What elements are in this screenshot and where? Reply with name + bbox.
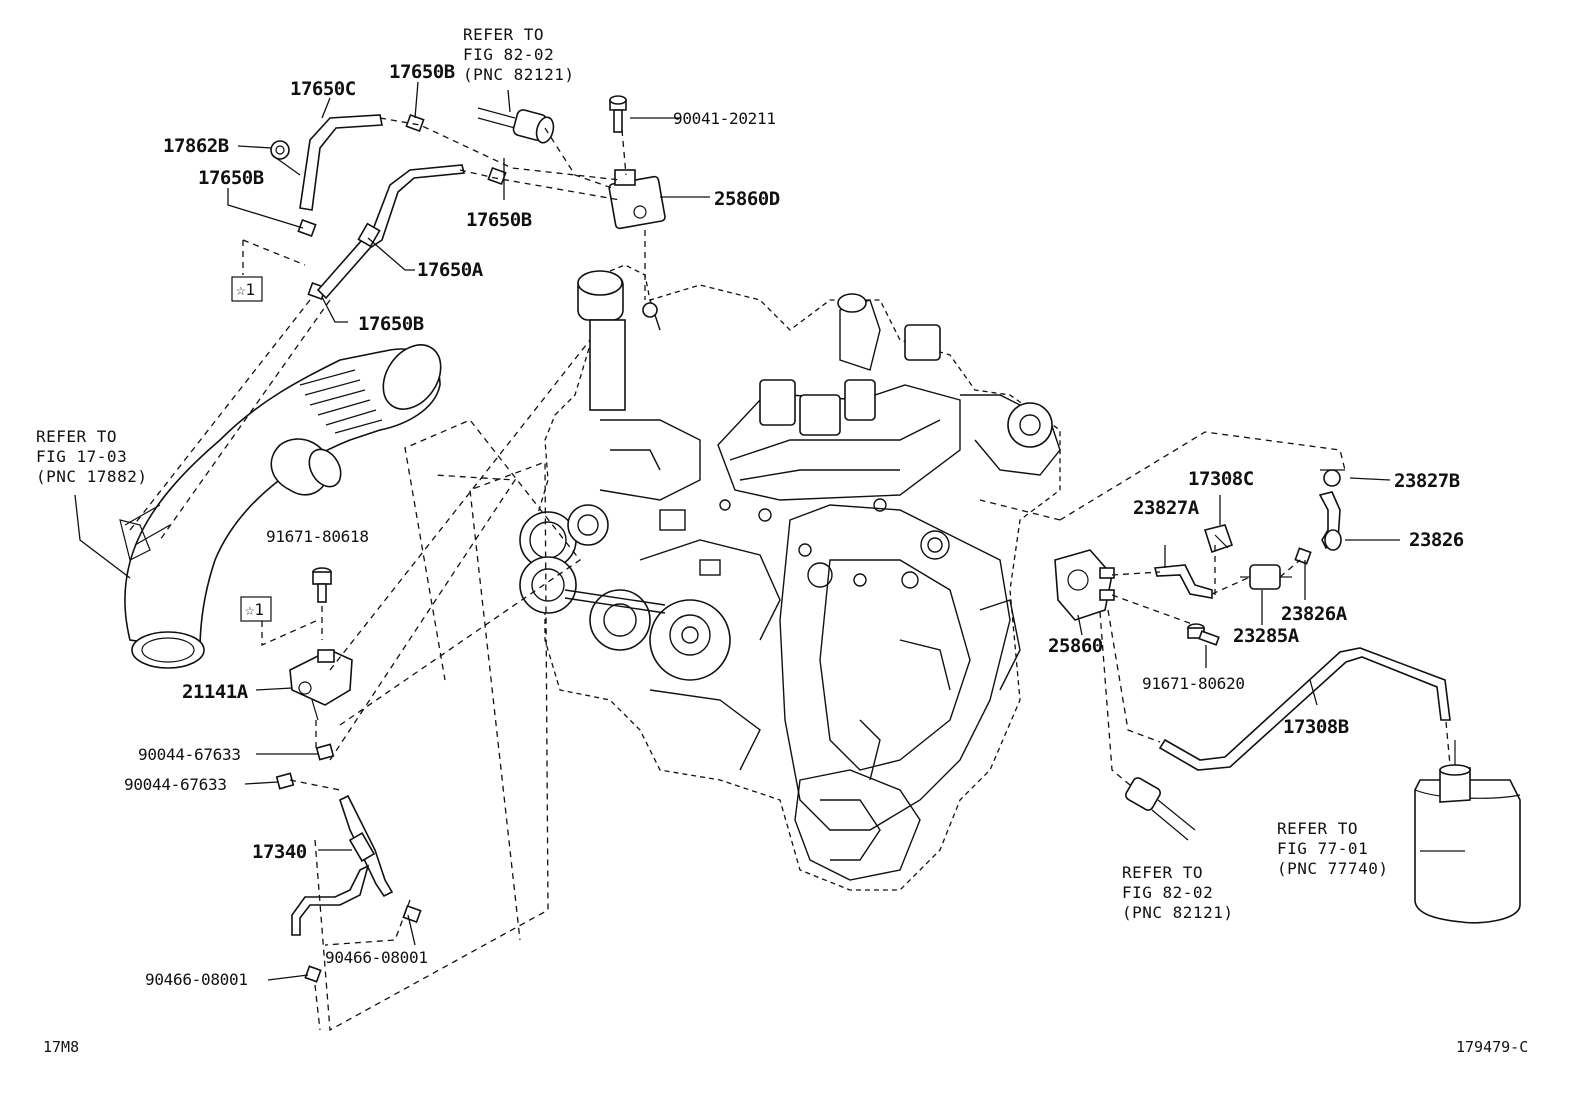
dashed-guides bbox=[129, 117, 1451, 1032]
svg-text:(PNC 77740): (PNC 77740) bbox=[1277, 859, 1388, 878]
label-17650b-mid: 17650B bbox=[466, 209, 532, 231]
charcoal-canister bbox=[1414, 740, 1521, 924]
label-25860: 25860 bbox=[1048, 635, 1103, 657]
svg-text:REFER TO: REFER TO bbox=[463, 25, 544, 44]
svg-text:☆1: ☆1 bbox=[245, 600, 264, 619]
hose-17340 bbox=[291, 794, 394, 936]
svg-text:REFER TO: REFER TO bbox=[1122, 863, 1203, 882]
star-mark-lower: ☆1 bbox=[240, 596, 272, 622]
label-90466-08001-a: 90466-08001 bbox=[325, 948, 428, 967]
vsv-25860 bbox=[1054, 549, 1115, 621]
filter-23285a bbox=[1240, 564, 1292, 590]
label-90044-67633-a: 90044-67633 bbox=[138, 745, 241, 764]
label-21141a: 21141A bbox=[182, 681, 249, 703]
label-17340: 17340 bbox=[252, 841, 307, 863]
label-91671-80618: 91671-80618 bbox=[266, 527, 369, 546]
clamp-23827b bbox=[1320, 469, 1345, 487]
bolt-91671-80620 bbox=[1187, 623, 1220, 646]
connector-fig82-top bbox=[477, 107, 555, 144]
label-17862b: 17862B bbox=[163, 135, 229, 157]
diagram-code-left: 17M8 bbox=[43, 1038, 79, 1056]
clip-17650b-left bbox=[297, 218, 317, 238]
label-90044-67633-b: 90044-67633 bbox=[124, 775, 227, 794]
leader-lines bbox=[74, 81, 1465, 981]
svg-text:FIG 17-03: FIG 17-03 bbox=[36, 447, 127, 466]
bolt-91671-80618 bbox=[312, 567, 332, 603]
label-23285a: 23285A bbox=[1233, 625, 1300, 647]
ref-fig77: REFER TO FIG 77-01 (PNC 77740) bbox=[1277, 819, 1388, 878]
label-23826a: 23826A bbox=[1281, 603, 1348, 625]
clip-17650b-mid bbox=[487, 166, 507, 186]
svg-text:FIG 77-01: FIG 77-01 bbox=[1277, 839, 1368, 858]
label-17650c: 17650C bbox=[290, 78, 356, 100]
svg-text:FIG 82-02: FIG 82-02 bbox=[1122, 883, 1213, 902]
svg-text:(PNC 82121): (PNC 82121) bbox=[1122, 903, 1233, 922]
hose-17650c bbox=[299, 114, 383, 211]
clamp-17862b bbox=[270, 140, 290, 160]
clamp-90466-a bbox=[402, 904, 422, 924]
clip-17650b-top bbox=[405, 113, 425, 133]
svg-text:FIG 82-02: FIG 82-02 bbox=[463, 45, 554, 64]
label-17650b-top: 17650B bbox=[389, 61, 455, 83]
vsv-25860d bbox=[608, 169, 666, 230]
svg-text:REFER TO: REFER TO bbox=[1277, 819, 1358, 838]
connector-fig82-bottom bbox=[1125, 777, 1196, 841]
ref-fig82-top: REFER TO FIG 82-02 (PNC 82121) bbox=[463, 25, 574, 84]
label-90041-20211: 90041-20211 bbox=[673, 109, 776, 128]
label-17650b-left: 17650B bbox=[198, 167, 264, 189]
label-91671-80620: 91671-80620 bbox=[1142, 674, 1245, 693]
part-labels: 17650B 17650C 17862B 17650B 17650B 17650… bbox=[124, 61, 1464, 989]
ref-fig17: REFER TO FIG 17-03 (PNC 17882) bbox=[36, 427, 147, 486]
bracket-21141a bbox=[289, 649, 353, 721]
label-23827a: 23827A bbox=[1133, 497, 1200, 519]
hose-23827a bbox=[1153, 564, 1213, 599]
label-25860d: 25860D bbox=[714, 188, 780, 210]
label-17650b-low: 17650B bbox=[358, 313, 424, 335]
star-mark-upper: ☆1 bbox=[231, 276, 263, 302]
label-23827b: 23827B bbox=[1394, 470, 1460, 492]
hose-17308b bbox=[1158, 647, 1451, 771]
clamp-90466-b bbox=[304, 965, 322, 983]
label-17650a: 17650A bbox=[417, 259, 484, 281]
label-17308c: 17308C bbox=[1188, 468, 1254, 490]
air-intake-hose bbox=[119, 344, 442, 669]
engine-assembly bbox=[519, 264, 1061, 891]
clip-17308c bbox=[1203, 524, 1234, 554]
label-23826: 23826 bbox=[1409, 529, 1464, 551]
clamp-23826a bbox=[1294, 547, 1312, 565]
svg-text:☆1: ☆1 bbox=[236, 280, 255, 299]
clip-90044-a bbox=[315, 743, 335, 761]
svg-text:(PNC 82121): (PNC 82121) bbox=[463, 65, 574, 84]
label-90466-08001-b: 90466-08001 bbox=[145, 970, 248, 989]
clip-90044-b bbox=[275, 772, 295, 790]
svg-text:(PNC 17882): (PNC 17882) bbox=[36, 467, 147, 486]
label-17308b: 17308B bbox=[1283, 716, 1349, 738]
bolt-90041-20211 bbox=[609, 95, 627, 133]
svg-text:REFER TO: REFER TO bbox=[36, 427, 117, 446]
ref-fig82-bottom: REFER TO FIG 82-02 (PNC 82121) bbox=[1122, 863, 1233, 922]
diagram-code-right: 179479-C bbox=[1456, 1038, 1528, 1056]
